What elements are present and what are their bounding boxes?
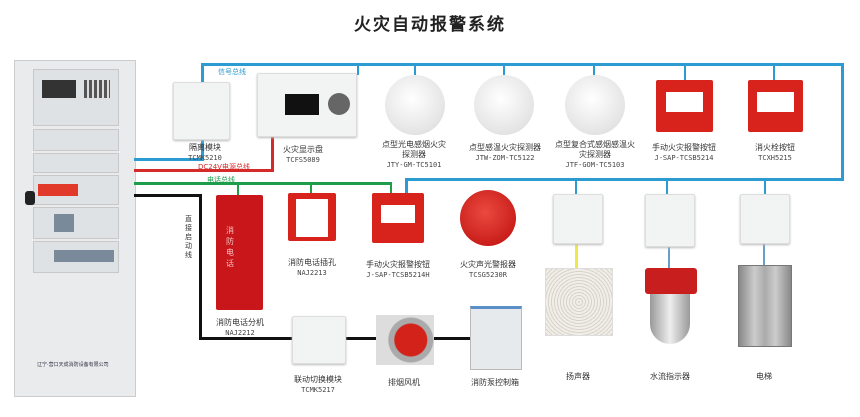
phone-bus-label: 电话总线 — [207, 176, 235, 184]
signal-bus-line — [134, 158, 204, 161]
power-bus-line — [271, 135, 274, 172]
sound-light-alarm — [460, 190, 516, 246]
fire-display-panel — [257, 73, 357, 137]
manual-alarm-button — [656, 80, 713, 132]
signal-bus-line — [405, 178, 844, 181]
signal-bus-line — [201, 63, 844, 66]
power-bus-line — [134, 169, 274, 172]
hydrant-button — [748, 80, 803, 132]
linkage-switch-module — [292, 316, 346, 364]
flow-line — [668, 245, 670, 270]
heat-detector — [474, 75, 534, 135]
elevator-module — [740, 194, 790, 244]
smoke-exhaust-fan — [376, 315, 434, 365]
composite-detector — [565, 75, 625, 135]
phone-drop — [237, 182, 239, 196]
speaker-label: 扬声器 — [566, 372, 590, 381]
flow-label: 水流指示器 — [650, 372, 690, 381]
pump-label: 消防泵控制箱 — [471, 378, 519, 387]
phone-drop — [310, 182, 312, 194]
fan-label: 排烟风机 — [388, 378, 420, 387]
cabinet-brand: 辽宁·营口天成消防设备有限公司 — [37, 362, 109, 368]
speaker-module — [553, 194, 603, 244]
diagram-title: 火灾自动报警系统 — [354, 15, 506, 35]
water-flow-indicator — [645, 268, 697, 294]
power-bus-label: DC24V电源总线 — [198, 163, 250, 171]
signal-drop — [593, 63, 595, 77]
fire-phone-extension: 消防电话 — [216, 195, 263, 310]
signal-bus-line — [575, 178, 577, 196]
elevator — [738, 265, 792, 347]
direct-start-line — [199, 194, 202, 340]
phone-bus-line — [134, 182, 392, 185]
signal-bus-line — [405, 178, 408, 198]
signal-bus-line — [764, 178, 766, 196]
microphone-icon — [25, 191, 35, 205]
speaker — [545, 268, 613, 336]
fire-alarm-control-cabinet: 辽宁·营口天成消防设备有限公司 — [14, 60, 136, 397]
flow-module — [645, 194, 695, 247]
signal-drop — [503, 63, 505, 75]
fire-phone-jack — [288, 193, 336, 241]
speaker-line — [575, 243, 578, 269]
signal-bus-label: 信号总线 — [218, 68, 246, 76]
direct-start-line — [199, 337, 499, 340]
signal-drop — [414, 63, 416, 75]
smoke-detector — [385, 75, 445, 135]
elevator-line — [763, 243, 765, 267]
signal-bus-line — [666, 178, 668, 196]
water-flow-pipe — [650, 294, 690, 344]
direct-start-label: 直接启动线 — [185, 215, 192, 259]
signal-drop — [684, 63, 686, 80]
signal-drop — [357, 63, 359, 75]
direct-start-line — [134, 194, 201, 197]
isolation-module — [173, 82, 230, 140]
manual-alarm-button-phone — [372, 193, 424, 243]
signal-drop — [773, 63, 775, 80]
fire-pump-control-box — [470, 306, 522, 370]
phone-drop — [390, 182, 392, 194]
elevator-label: 电梯 — [756, 372, 772, 381]
signal-bus-line — [841, 63, 844, 181]
